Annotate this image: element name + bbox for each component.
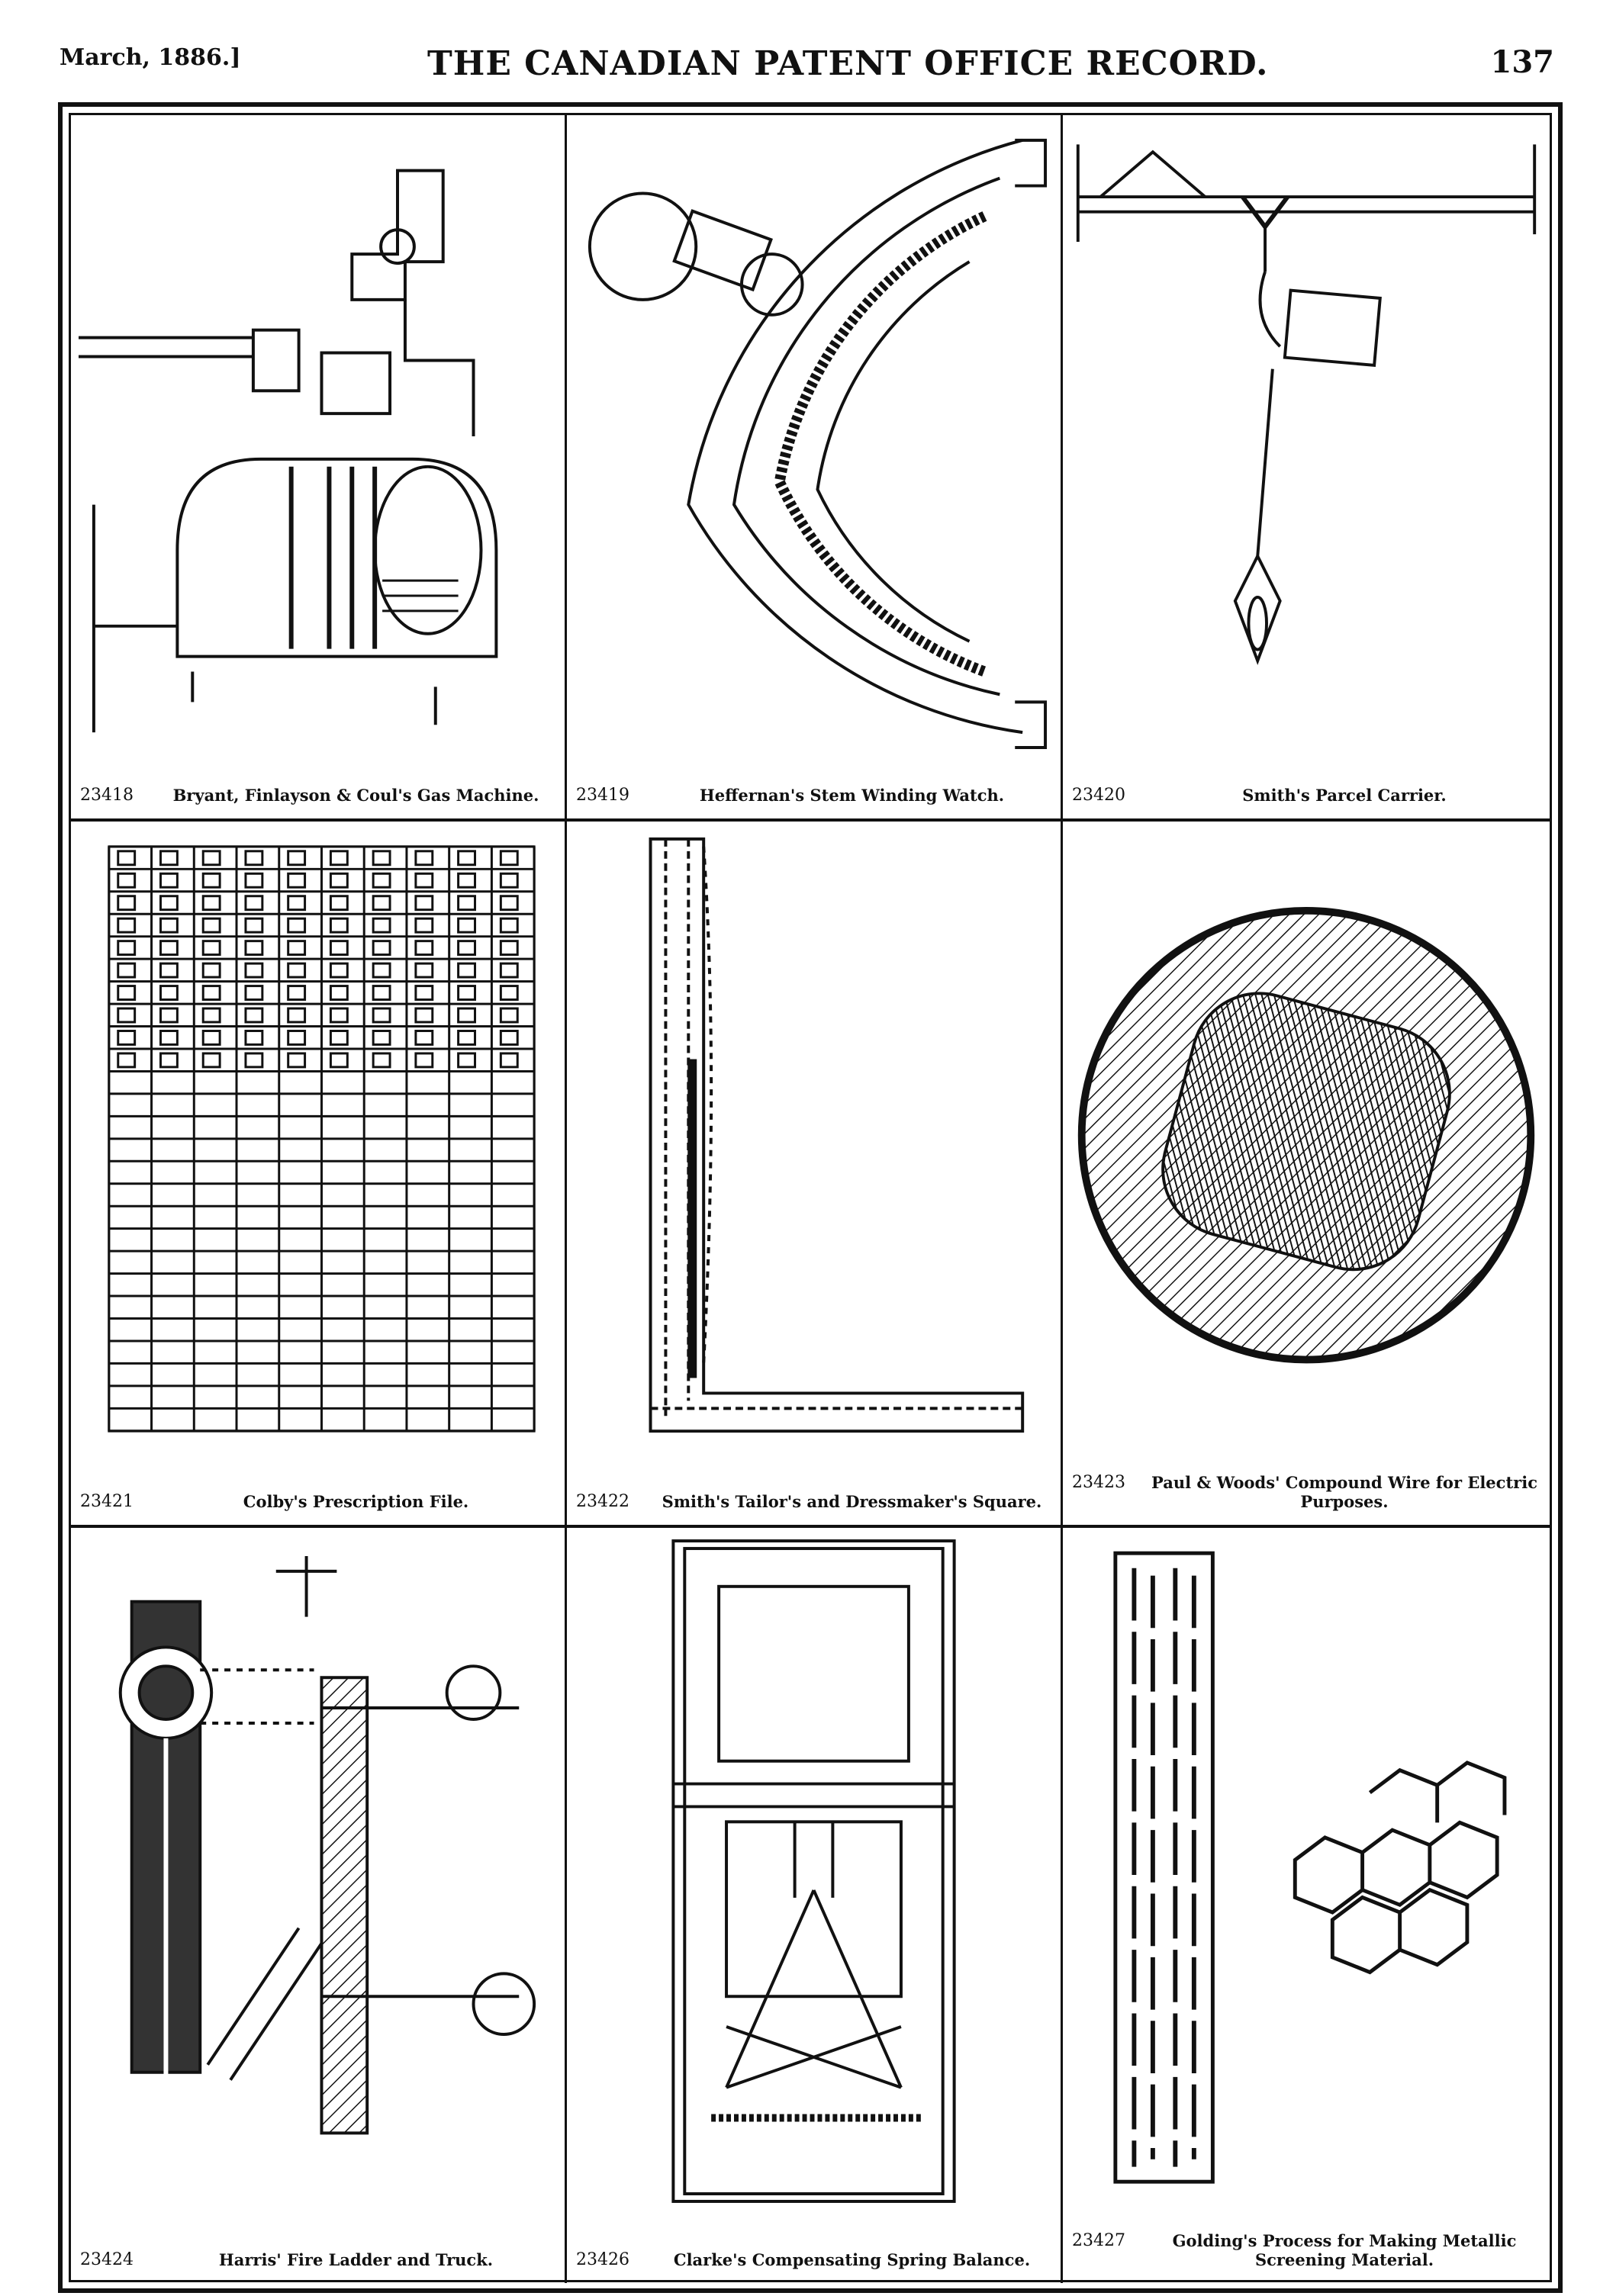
gas-machine-drawing: [79, 123, 557, 750]
patent-cell-23418: 23418 Bryant, Finlayson & Coul's Gas Mach…: [71, 115, 567, 822]
patent-title: Smith's Tailor's and Dressmaker's Square…: [662, 1492, 1042, 1511]
watch-drawing: [575, 123, 1053, 750]
patent-title: Heffernan's Stem Winding Watch.: [699, 786, 1005, 805]
patent-title: Smith's Parcel Carrier.: [1242, 786, 1447, 805]
patent-title: Bryant, Finlayson & Coul's Gas Machine.: [172, 786, 539, 805]
patent-number: 23420: [1072, 786, 1125, 805]
prescription-file-drawing: [79, 829, 557, 1456]
patent-title: Golding's Process for Making Metallic Sc…: [1172, 2231, 1517, 2269]
header-date: March, 1886.]: [60, 44, 241, 71]
patent-title: Harris' Fire Ladder and Truck.: [218, 2250, 494, 2269]
page-number: 137: [1490, 44, 1555, 80]
patent-cell-23419: 23419 Heffernan's Stem Winding Watch.: [567, 115, 1063, 822]
patent-number: 23423: [1072, 1473, 1125, 1492]
patent-cell-23420: 23420 Smith's Parcel Carrier.: [1063, 115, 1550, 822]
patent-number: 23427: [1072, 2231, 1125, 2250]
fire-ladder-drawing: [79, 1535, 557, 2214]
compound-wire-drawing: [1070, 829, 1542, 1456]
spring-balance-drawing: [575, 1535, 1053, 2214]
patent-number: 23424: [80, 2250, 134, 2269]
patent-cell-23423: 23423 Paul & Woods' Compound Wire for Ele…: [1063, 822, 1550, 1528]
patent-title: Clarke's Compensating Spring Balance.: [673, 2250, 1031, 2269]
page-title: THE CANADIAN PATENT OFFICE RECORD.: [427, 44, 1269, 83]
patent-number: 23418: [80, 786, 134, 805]
patent-cell-23427: 23427 Golding's Process for Making Metall…: [1063, 1528, 1550, 2283]
tailors-square-drawing: [575, 829, 1053, 1456]
metallic-screening-drawing: [1070, 1535, 1542, 2214]
parcel-carrier-drawing: [1070, 123, 1542, 750]
patent-title: Paul & Woods' Compound Wire for Electric…: [1151, 1473, 1537, 1511]
patent-cell-23426: 23426 Clarke's Compensating Spring Balanc…: [567, 1528, 1063, 2283]
patent-number: 23422: [576, 1492, 629, 1511]
patent-cell-23424: 23424 Harris' Fire Ladder and Truck.: [71, 1528, 567, 2283]
plate-frame: 23418 Bryant, Finlayson & Coul's Gas Mach…: [58, 102, 1563, 2293]
patent-number: 23419: [576, 786, 629, 805]
patent-cell-23422: 23422 Smith's Tailor's and Dressmaker's S…: [567, 822, 1063, 1528]
patent-cell-23421: 23421 Colby's Prescription File.: [71, 822, 567, 1528]
patent-number: 23426: [576, 2250, 629, 2269]
patent-title: Colby's Prescription File.: [243, 1492, 469, 1511]
patent-number: 23421: [80, 1492, 134, 1511]
plate-grid: 23418 Bryant, Finlayson & Coul's Gas Mach…: [69, 113, 1552, 2283]
